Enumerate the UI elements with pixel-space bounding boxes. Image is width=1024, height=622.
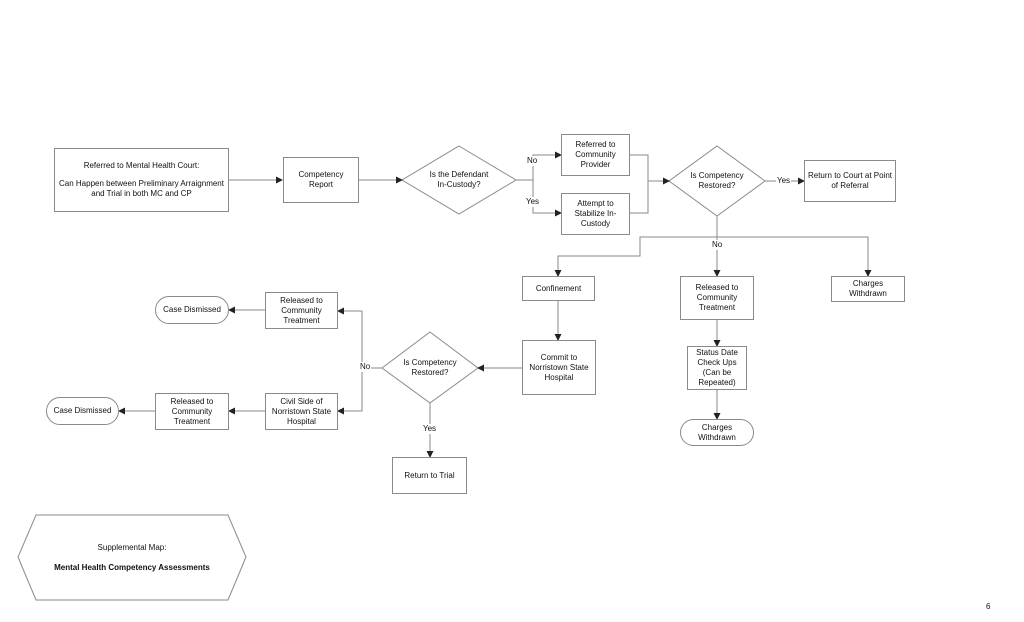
node-referred-community-provider: Referred to Community Provider <box>561 134 630 176</box>
node-competency-report: Competency Report <box>283 157 359 203</box>
edge-label-no-custody: No <box>526 156 539 166</box>
supplemental-map: Supplemental Map: Mental Health Competen… <box>18 515 246 600</box>
edge-branch-left <box>554 236 717 277</box>
supplemental-map-heading: Supplemental Map: <box>97 542 167 552</box>
node-case-dismissed-1: Case Dismissed <box>155 296 229 324</box>
edge-label-yes-restored-2: Yes <box>422 424 438 434</box>
node-attempt-stabilize: Attempt to Stabilize In- Custody <box>561 193 630 235</box>
edge-branch-right <box>717 236 872 277</box>
node-commit-norristown: Commit to Norristown State Hospital <box>522 340 596 395</box>
edge-custody-no <box>516 151 562 181</box>
edge-restored2-no <box>337 307 382 369</box>
page-number: 6 <box>986 602 991 611</box>
edge-label-yes-restored-1: Yes <box>776 176 792 186</box>
edge-label-no-restored-1: No <box>711 240 724 250</box>
node-released-community-1: Released to Community Treatment <box>680 276 754 320</box>
node-charges-withdrawn-1: Charges Withdrawn <box>831 276 905 302</box>
node-confinement: Confinement <box>522 276 595 301</box>
decision-in-custody-shape <box>401 145 517 215</box>
node-referred-detail: Can Happen between Preliminary Arraignme… <box>59 179 224 198</box>
edge-restored2-no-civil <box>337 368 363 415</box>
decision-competency-restored-1-label: Is Competency Restored? <box>690 171 744 190</box>
node-status-date: Status Date Check Ups (Can be Repeated) <box>687 346 747 390</box>
node-released-community-3: Released to Community Treatment <box>155 393 229 430</box>
node-case-dismissed-2: Case Dismissed <box>46 397 119 425</box>
edge-label-no-restored-2: No <box>359 362 372 372</box>
edge-label-yes-custody: Yes <box>525 197 541 207</box>
node-civil-side-norristown: Civil Side of Norristown State Hospital <box>265 393 338 430</box>
node-referred-mental-health-court: Referred to Mental Health Court: Can Hap… <box>54 148 229 212</box>
decision-competency-restored-2-label: Is Competency Restored? <box>403 358 457 377</box>
node-referred-title: Referred to Mental Health Court: <box>83 161 200 170</box>
edge-stabilize-merge <box>630 181 649 214</box>
node-charges-withdrawn-2: Charges Withdrawn <box>680 419 754 446</box>
node-return-to-court: Return to Court at Point of Referral <box>804 160 896 202</box>
supplemental-map-hexagon <box>17 514 247 601</box>
decision-in-custody-label: Is the Defendant In-Custody? <box>429 170 489 189</box>
node-return-to-trial: Return to Trial <box>392 457 467 494</box>
node-released-community-2: Released to Community Treatment <box>265 292 338 329</box>
edge-provider-merge <box>630 154 649 181</box>
edge-custody-yes <box>532 180 562 217</box>
supplemental-map-title: Mental Health Competency Assessments <box>54 562 210 572</box>
